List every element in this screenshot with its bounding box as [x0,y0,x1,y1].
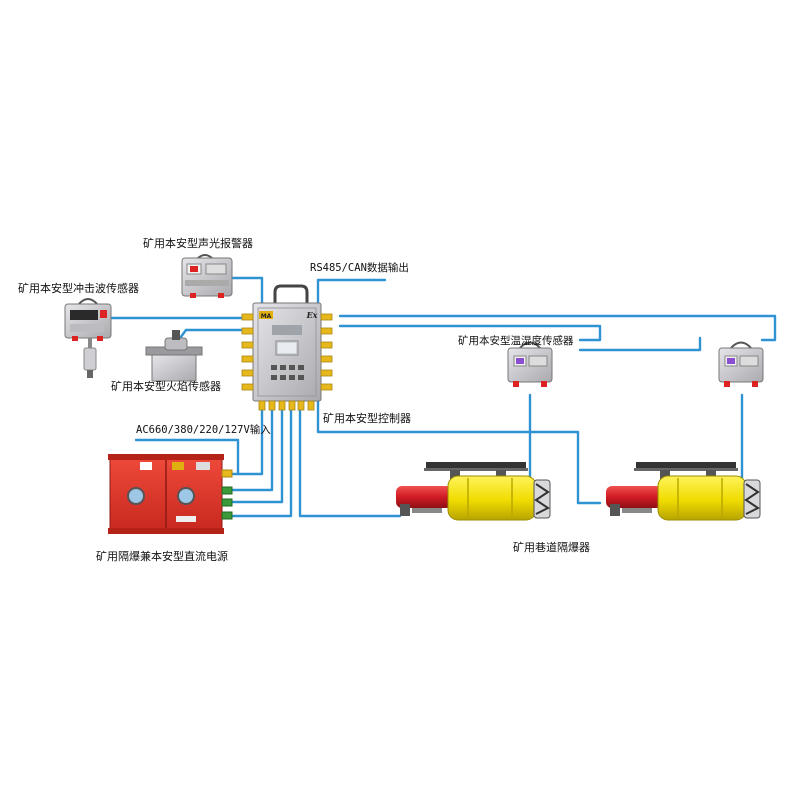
shock-wave-sensor [64,298,112,378]
alarm-label: 矿用本安型声光报警器 [143,237,253,250]
flame-sensor-label: 矿用本安型火焰传感器 [111,380,221,393]
suppressor-label: 矿用巷道隔爆器 [513,541,590,554]
temp-humidity-sensor-1 [507,341,553,387]
ac-input-label: AC660/380/220/127V输入 [136,424,271,436]
power-supply-label: 矿用隔爆兼本安型直流电源 [96,550,228,563]
controller-ma-badge: MA [261,313,272,320]
flame-sensor [145,330,203,382]
controller-label: 矿用本安型控制器 [323,412,411,425]
controller-device [241,284,333,411]
wiring [108,276,777,518]
shock-sensor-label: 矿用本安型冲击波传感器 [18,282,139,295]
temp-humidity-sensor-label: 矿用本安型温湿度传感器 [458,335,574,347]
rs485-output-label: RS485/CAN数据输出 [310,262,409,274]
controller-ex-badge: Ex [306,310,318,320]
alarm-device [181,254,233,298]
temp-humidity-sensor-2 [718,341,764,387]
suppressor-2 [606,462,761,521]
power-supply-device [108,454,233,534]
suppressor-1 [396,462,551,521]
